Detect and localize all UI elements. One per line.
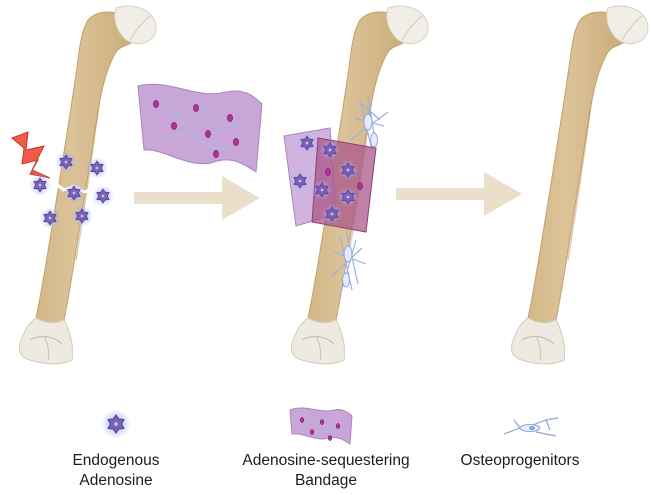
adenosine-star-icon xyxy=(320,140,340,160)
adenosine-star-icon xyxy=(39,207,61,229)
legend-adenosine-line1: Endogenous xyxy=(72,452,160,469)
adenosine-star-icon xyxy=(86,157,108,179)
adenosine-star-icon xyxy=(55,151,77,173)
osteoprogenitor-cluster-lower xyxy=(331,229,367,297)
adenosine-cluster xyxy=(29,151,114,229)
legend-bandage-icon xyxy=(289,407,353,445)
adenosine-star-icon xyxy=(297,133,317,153)
adenosine-star-icon xyxy=(92,185,114,207)
legend-osteoprogenitors-line1: Osteoprogenitors xyxy=(460,452,580,469)
legend-osteoprogenitor-icon xyxy=(503,417,559,437)
adenosine-star-icon xyxy=(338,160,358,180)
process-arrow-icon xyxy=(396,172,522,216)
osteoprogenitor-cluster-upper xyxy=(349,95,389,151)
adenosine-star-icon xyxy=(71,205,93,227)
bandage-sheet-icon xyxy=(137,83,263,173)
legend-label-osteoprogenitors: Osteoprogenitors xyxy=(440,451,600,471)
legend-label-bandage: Adenosine-sequestering Bandage xyxy=(228,451,424,491)
legend-adenosine-line2: Adenosine xyxy=(79,472,153,489)
applied-bandage xyxy=(283,127,377,233)
legend-label-adenosine: Endogenous Adenosine xyxy=(56,451,176,491)
adenosine-star-icon xyxy=(312,180,332,200)
legend-bandage-line1: Adenosine-sequestering xyxy=(242,452,410,469)
legend-bandage-line2: Bandage xyxy=(294,472,358,489)
lightning-bolt-icon xyxy=(11,131,51,179)
adenosine-star-icon xyxy=(322,204,342,224)
process-arrow-icon xyxy=(134,176,260,220)
adenosine-star-icon xyxy=(63,182,85,204)
legend-adenosine-icon xyxy=(101,409,131,439)
healed-bone xyxy=(510,5,649,365)
adenosine-star-icon xyxy=(290,171,310,191)
adenosine-star-icon xyxy=(338,187,358,207)
adenosine-star-icon xyxy=(29,174,51,196)
